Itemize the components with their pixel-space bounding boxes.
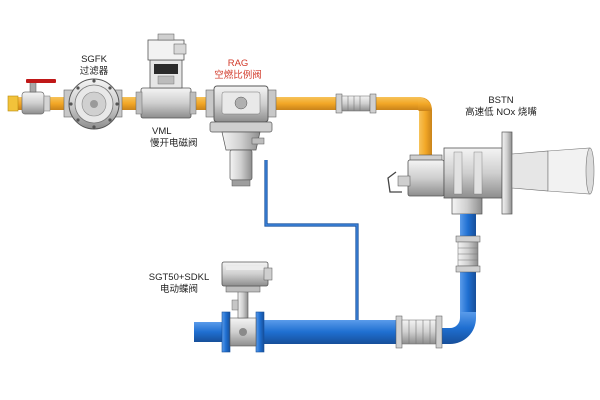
air-flex-coupling-vertical (455, 235, 481, 273)
air-flex-coupling-horizontal (395, 315, 443, 349)
control-line (264, 160, 359, 320)
rag-label: RAG 空燃比例阀 (208, 58, 268, 82)
ball-valve-icon (7, 79, 56, 115)
burner-icon (387, 131, 595, 215)
sgt-label: SGT50+SDKL 电动蝶阀 (140, 272, 218, 296)
solenoid-valve-icon (135, 33, 197, 119)
rag-code: RAG (227, 58, 249, 69)
ratio-valve-icon (205, 85, 277, 187)
sgfk-name: 过滤器 (79, 66, 109, 77)
bstn-code: BSTN (488, 95, 514, 106)
vml-code: VML (152, 126, 172, 137)
filter-icon (63, 78, 123, 130)
sgfk-label: SGFK 过滤器 (72, 54, 116, 78)
air-pipe (194, 214, 476, 344)
sgfk-code: SGFK (81, 54, 107, 65)
rag-name: 空燃比例阀 (214, 70, 262, 81)
vml-label: VML 慢开电磁阀 (150, 126, 198, 150)
butterfly-valve-icon (221, 261, 273, 353)
vml-name: 慢开电磁阀 (150, 138, 198, 149)
sgt-name: 电动蝶阀 (159, 284, 198, 295)
gas-flex-coupling (335, 93, 377, 114)
bstn-label: BSTN 高速低 NOx 烧嘴 (446, 95, 556, 119)
sgt-code: SGT50+SDKL (148, 272, 210, 283)
bstn-name: 高速低 NOx 烧嘴 (465, 107, 537, 118)
